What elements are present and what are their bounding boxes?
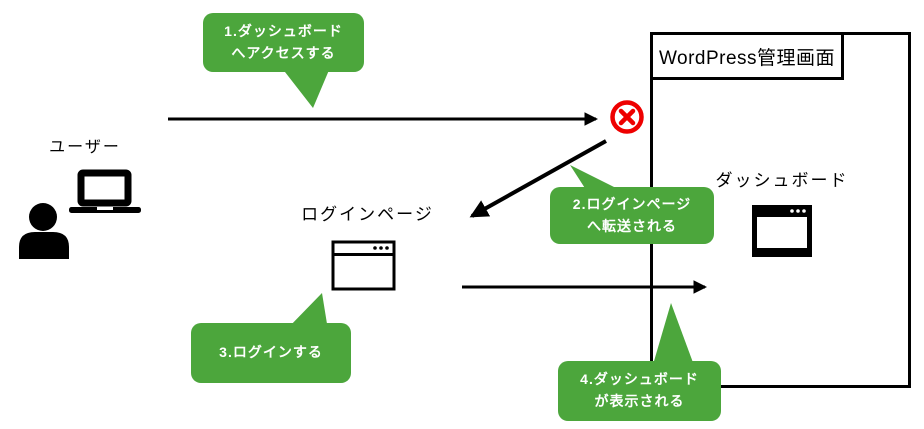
step-3-bubble: 3.ログインする — [191, 323, 351, 383]
step-1-bubble: 1.ダッシュボード へアクセスする — [203, 13, 364, 72]
user-silhouette-icon — [19, 203, 69, 259]
step-2-bubble: 2.ログインページ へ転送される — [550, 187, 714, 244]
error-cross-icon — [610, 100, 644, 134]
bubble-4-tail — [652, 303, 695, 368]
bubble-1-tail — [278, 63, 332, 108]
redirect-arrow — [469, 139, 607, 218]
step-3-line-1: 3.ログインする — [219, 344, 323, 361]
step-2-line-1: 2.ログインページ — [572, 195, 692, 212]
browser-window-outline-icon — [331, 240, 396, 291]
login-page-label: ログインページ — [301, 205, 434, 224]
step-1-line-2: へアクセスする — [231, 44, 336, 61]
wordpress-admin-box-title: WordPress管理画面 — [650, 32, 844, 80]
browser-window-filled-icon — [752, 205, 812, 257]
laptop-icon — [69, 169, 141, 213]
step-4-line-2: が表示される — [594, 393, 685, 409]
step-4-line-1: 4.ダッシュボード — [580, 371, 699, 388]
step-1-line-1: 1.ダッシュボード — [224, 22, 343, 39]
bubble-3-tail — [286, 293, 328, 330]
step-2-line-2: へ転送される — [587, 217, 677, 234]
step-4-bubble: 4.ダッシュボード が表示される — [558, 361, 721, 421]
dashboard-label: ダッシュボード — [715, 171, 849, 190]
user-label: ユーザー — [49, 139, 121, 156]
